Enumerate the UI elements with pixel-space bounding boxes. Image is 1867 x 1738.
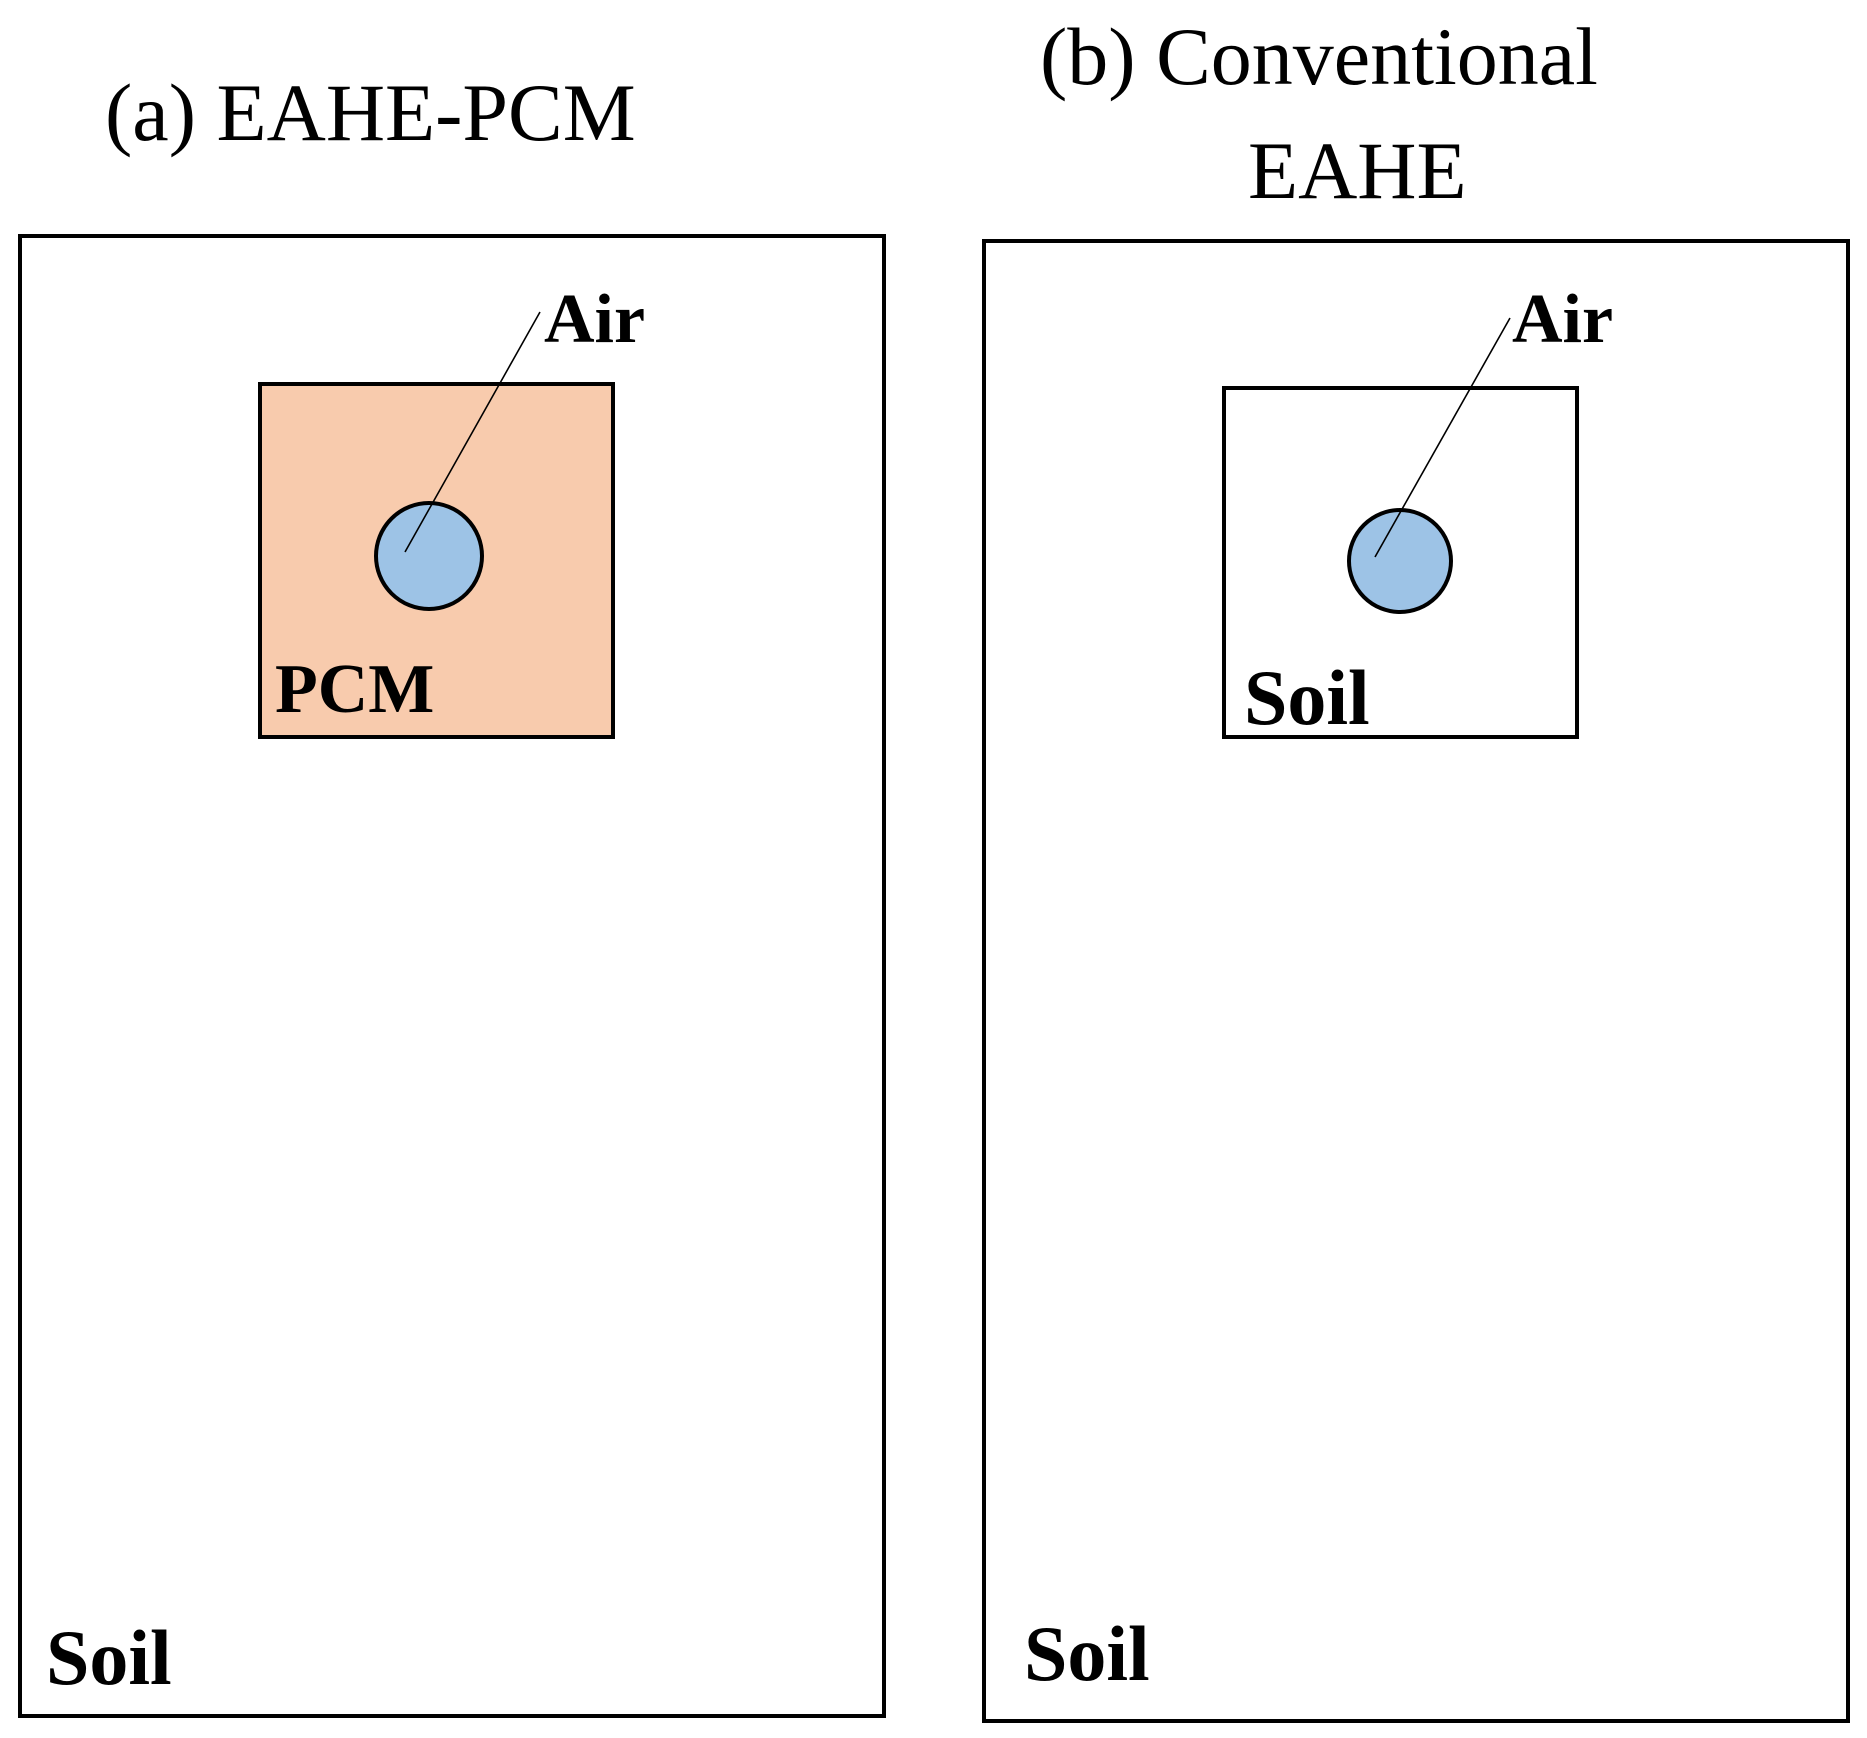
panel-b-inner-soil-label: Soil bbox=[1244, 654, 1370, 741]
panel-a-title: (a) EAHE-PCM bbox=[105, 67, 636, 158]
panel-b-title-line2: EAHE bbox=[1248, 125, 1467, 216]
panel-b-air-pipe bbox=[1347, 508, 1453, 614]
panel-a: (a) EAHE-PCM Air PCM Soil bbox=[18, 67, 886, 1718]
panel-b: (b) Conventional EAHE Air Soil Soil bbox=[982, 11, 1850, 1723]
panel-a-soil-label: Soil bbox=[46, 1614, 172, 1701]
panel-b-air-label: Air bbox=[1512, 281, 1613, 358]
panel-b-title-line1: (b) Conventional bbox=[1040, 11, 1598, 102]
panel-b-air-leader-line bbox=[1374, 317, 1511, 558]
panel-a-air-leader-line bbox=[404, 311, 541, 553]
panel-a-air-label: Air bbox=[544, 281, 645, 358]
panel-b-soil-label: Soil bbox=[1024, 1610, 1150, 1697]
panel-a-pcm-label: PCM bbox=[275, 651, 434, 728]
panel-a-air-pipe bbox=[374, 501, 484, 611]
